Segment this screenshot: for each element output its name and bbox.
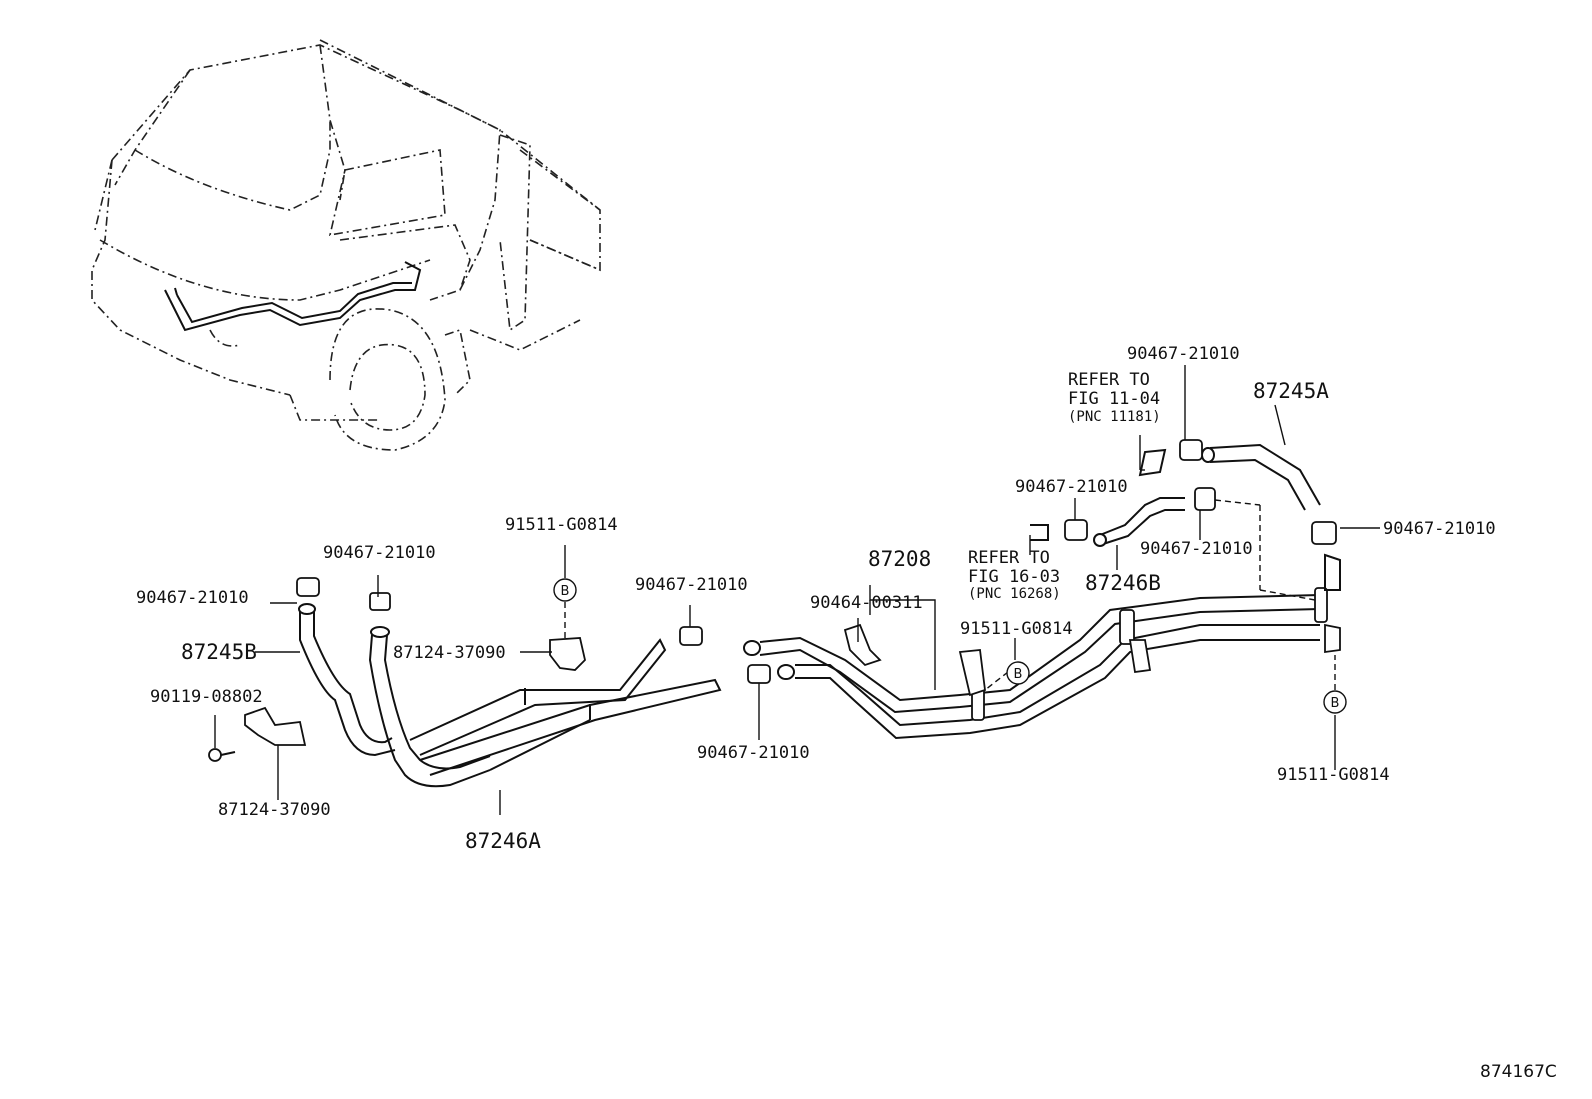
- part-labels: 90467-21010 REFER TO FIG 11-04 (PNC 1118…: [136, 344, 1557, 1082]
- label-90467-center-top: 90467-21010: [635, 575, 748, 595]
- label-90467-left-mid: 90467-21010: [323, 543, 436, 563]
- label-91511-left: 91511-G0814: [505, 515, 618, 535]
- label-90467-mid-right-b: 90467-21010: [1140, 539, 1253, 559]
- label-90464: 90464-00311: [810, 593, 923, 613]
- label-87124-bottom: 87124-37090: [218, 800, 331, 820]
- illustration-code: 874167C: [1480, 1062, 1557, 1082]
- label-90467-mid-right-a: 90467-21010: [1015, 477, 1128, 497]
- b-markers: B B B: [553, 578, 1347, 714]
- label-90467-far-right: 90467-21010: [1383, 519, 1496, 539]
- b-marker-right-text: B: [1331, 696, 1340, 711]
- label-87208: 87208: [868, 547, 931, 571]
- refer-b-line3: (PNC 16268): [968, 586, 1061, 602]
- label-91511-right: 91511-G0814: [1277, 765, 1390, 785]
- refer-a-line2: FIG 11-04: [1068, 389, 1160, 409]
- label-90467-left-top: 90467-21010: [136, 588, 249, 608]
- b-marker-mid: B: [1006, 661, 1030, 685]
- refer-a-line3: (PNC 11181): [1068, 409, 1161, 425]
- truck-illustration: [91, 39, 601, 451]
- b-marker-right: B: [1323, 690, 1347, 714]
- label-87246A: 87246A: [465, 829, 541, 853]
- b-marker-left-text: B: [561, 584, 570, 599]
- left-hose-assembly: [208, 577, 795, 788]
- label-87245B: 87245B: [181, 640, 257, 664]
- leader-lines: [214, 365, 1380, 815]
- label-87124-top: 87124-37090: [393, 643, 506, 663]
- label-90467-top-right: 90467-21010: [1127, 344, 1240, 364]
- label-90119: 90119-08802: [150, 687, 263, 707]
- refer-a-line1: REFER TO: [1068, 370, 1150, 390]
- label-91511-mid: 91511-G0814: [960, 619, 1073, 639]
- refer-b-line1: REFER TO: [968, 548, 1050, 568]
- b-marker-mid-text: B: [1014, 667, 1023, 682]
- right-hose-assembly: [759, 439, 1341, 740]
- label-87246B: 87246B: [1085, 571, 1161, 595]
- refer-b-line2: FIG 16-03: [968, 567, 1060, 587]
- label-90467-center-bottom: 90467-21010: [697, 743, 810, 763]
- b-marker-left: B: [553, 578, 577, 602]
- label-87245A: 87245A: [1253, 379, 1329, 403]
